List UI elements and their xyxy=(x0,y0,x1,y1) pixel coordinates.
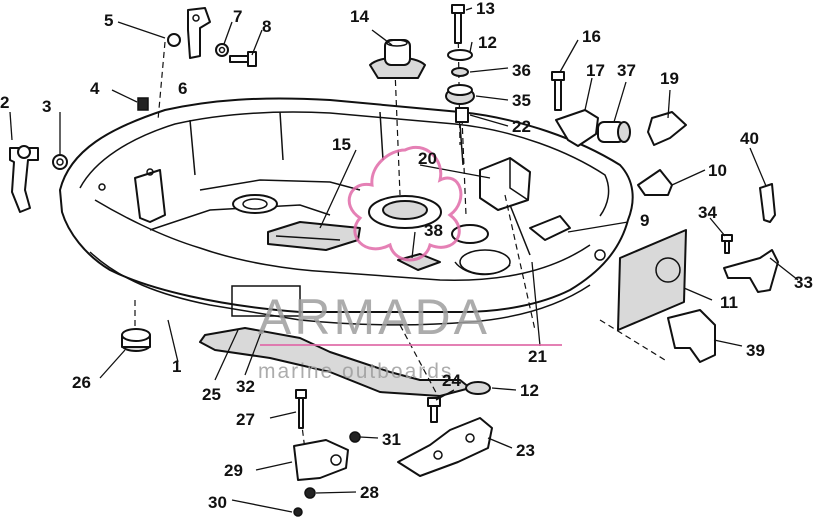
callout-14: 14 xyxy=(350,7,369,26)
nut-28 xyxy=(304,487,316,499)
watermark-brand: ARMADA xyxy=(258,289,490,345)
callout-10: 10 xyxy=(708,161,727,180)
bracket-39 xyxy=(667,309,716,363)
callout-36: 36 xyxy=(512,61,531,80)
bracket-29 xyxy=(293,439,349,481)
washer-7 xyxy=(215,43,229,57)
callout-2: 2 xyxy=(0,93,9,112)
clip-9 xyxy=(529,215,571,241)
bumper-37 xyxy=(597,121,631,143)
callout-37: 37 xyxy=(617,61,636,80)
callout-11: 11 xyxy=(720,293,738,312)
bracket-23 xyxy=(397,417,493,477)
rod-21 xyxy=(509,204,531,256)
bracket-33 xyxy=(723,249,779,293)
grommet-26 xyxy=(121,328,151,352)
watermark-tagline: marine outboards xyxy=(258,360,453,383)
callout-22: 22 xyxy=(512,117,531,136)
callout-5: 5 xyxy=(104,11,113,30)
bolt-16 xyxy=(551,71,565,111)
callout-20: 20 xyxy=(418,149,437,168)
clip-10 xyxy=(637,169,673,196)
callout-23: 23 xyxy=(516,441,535,460)
callout-30: 30 xyxy=(208,493,227,512)
callout-24: 24 xyxy=(442,371,461,390)
callout-26: 26 xyxy=(72,373,91,392)
callout-15: 15 xyxy=(332,135,351,154)
callout-16: 16 xyxy=(582,27,601,46)
washer-12-top xyxy=(447,49,473,61)
callout-35: 35 xyxy=(512,91,531,110)
latch-hook-6 xyxy=(187,7,211,59)
callout-9: 9 xyxy=(640,211,649,230)
callout-29: 29 xyxy=(224,461,243,480)
sleeve-22 xyxy=(455,107,469,123)
leader-lines xyxy=(9,7,799,513)
screw-8 xyxy=(229,51,257,67)
assembly-guide-lines xyxy=(134,21,666,451)
callout-1: 1 xyxy=(172,357,181,376)
callout-17: 17 xyxy=(586,61,605,80)
bolt-27 xyxy=(295,389,307,429)
callout-27: 27 xyxy=(236,410,255,429)
callout-32: 32 xyxy=(236,377,255,396)
grommet-14 xyxy=(369,39,426,79)
washer-3 xyxy=(52,154,68,170)
callout-28: 28 xyxy=(360,483,379,502)
fitting-19 xyxy=(647,111,687,146)
screw-30 xyxy=(293,507,303,517)
nut-31 xyxy=(349,431,361,443)
callout-39: 39 xyxy=(746,341,765,360)
callout-21: 21 xyxy=(528,347,547,366)
callout-25: 25 xyxy=(202,385,221,404)
callout-8: 8 xyxy=(262,17,271,36)
grommet-35 xyxy=(445,84,475,105)
screw-24 xyxy=(427,397,441,423)
lower-motor-cover xyxy=(59,97,634,326)
watermark-logo-icon xyxy=(347,145,463,262)
watermark: ARMADA marine outboards xyxy=(258,145,562,383)
callout-40: 40 xyxy=(740,129,759,148)
callout-6: 6 xyxy=(178,79,187,98)
callout-12-bottom: 12 xyxy=(520,381,539,400)
callout-13: 13 xyxy=(476,0,495,18)
bolt-13 xyxy=(451,4,465,44)
shift-lever-2 xyxy=(9,145,39,213)
cover-plate-11 xyxy=(617,229,687,331)
washer-5 xyxy=(167,33,181,47)
callout-3: 3 xyxy=(42,97,51,116)
callout-4: 4 xyxy=(90,79,100,98)
grease-fitting-4 xyxy=(137,97,149,111)
callout-31: 31 xyxy=(382,430,401,449)
callout-34: 34 xyxy=(698,203,717,222)
washer-12-bottom xyxy=(465,381,491,395)
callout-12-top: 12 xyxy=(478,33,497,52)
callout-33: 33 xyxy=(794,273,813,292)
bracket-40 xyxy=(759,183,776,223)
callout-7: 7 xyxy=(233,7,242,26)
callout-19: 19 xyxy=(660,69,679,88)
bushing-36 xyxy=(451,67,469,77)
screw-34 xyxy=(721,234,733,254)
callout-38: 38 xyxy=(424,221,443,240)
